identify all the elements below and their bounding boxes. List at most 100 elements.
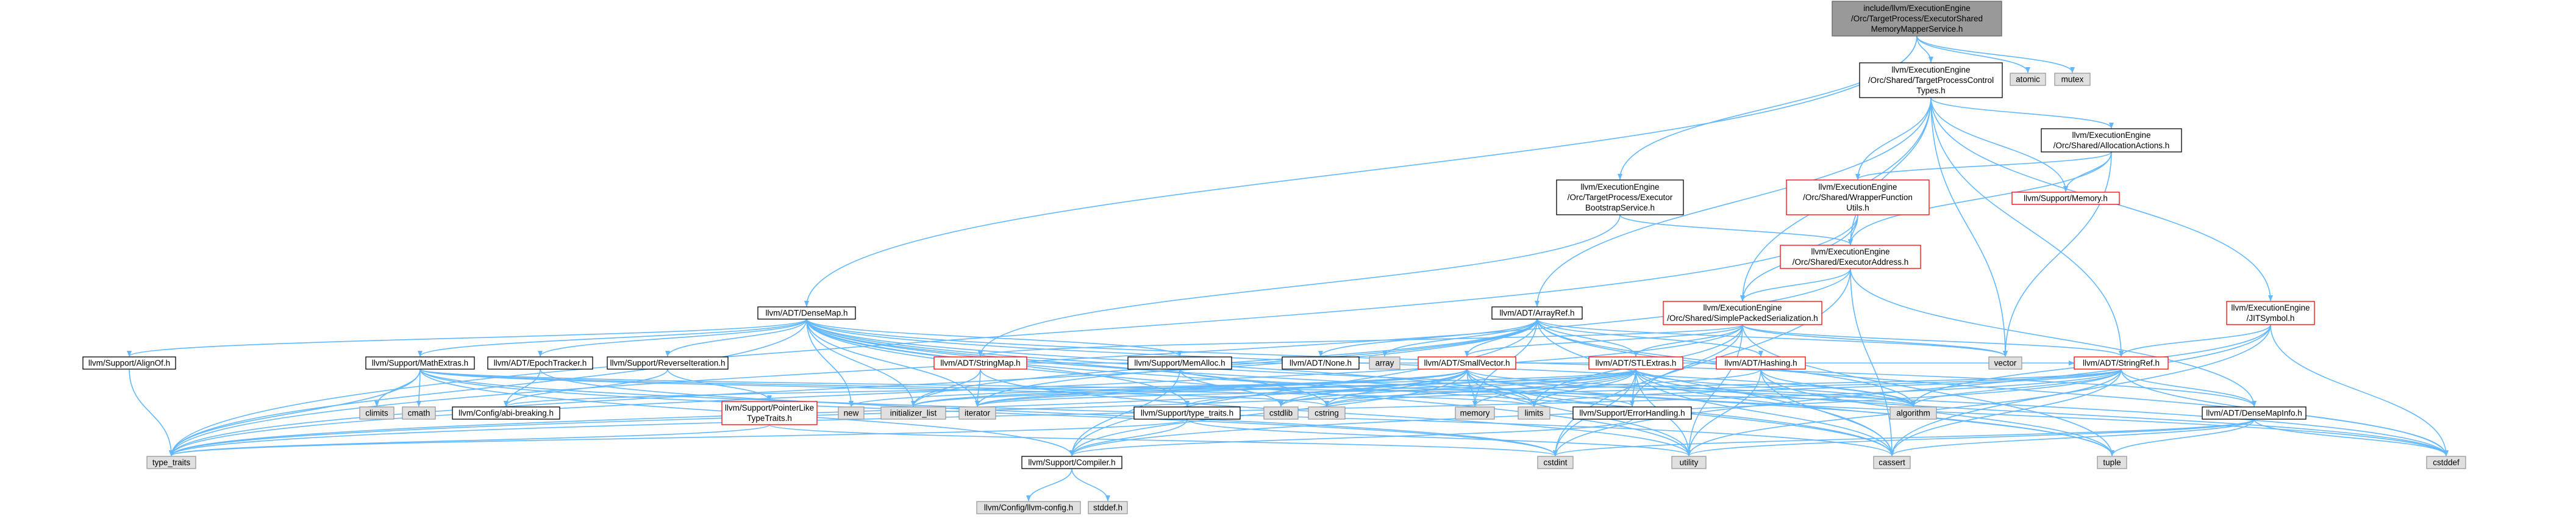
edge-stringmap-to-initlist	[911, 369, 981, 407]
node-memory: memory	[1455, 406, 1495, 420]
node-box	[2011, 192, 2120, 205]
node-label: array	[1375, 359, 1394, 368]
node-stlextras[interactable]: llvm/ADT/STLExtras.h	[1588, 356, 1683, 370]
node-simplepacked[interactable]: llvm/ExecutionEngine/Orc/Shared/SimplePa…	[1663, 301, 1822, 325]
edge-tpct-to-wrapperfn	[1855, 97, 1932, 180]
edge-mathextras-to-cstring	[419, 369, 1329, 407]
node-label: climits	[365, 409, 388, 418]
node-cstring: cstring	[1308, 406, 1346, 420]
node-label: include/llvm/ExecutionEngine	[1863, 4, 1971, 13]
node-box	[1455, 406, 1495, 420]
node-epochtracker[interactable]: llvm/ADT/EpochTracker.h	[487, 356, 593, 370]
node-errorhandling[interactable]: llvm/Support/ErrorHandling.h	[1572, 406, 1692, 420]
node-box	[976, 501, 1081, 514]
node-label: cstring	[1315, 409, 1339, 418]
node-mathextras[interactable]: llvm/Support/MathExtras.h	[365, 356, 475, 370]
node-densemap[interactable]: llvm/ADT/DenseMap.h	[757, 306, 856, 320]
edge-stringref-to-iterator	[975, 369, 2122, 407]
node-new: new	[838, 406, 865, 420]
edge-densemap-to-mathextras	[418, 318, 807, 357]
node-box	[880, 406, 946, 420]
edge-tpct-to-execaddr	[1848, 97, 1932, 245]
node-abibreaking[interactable]: llvm/Config/abi-breaking.h	[452, 406, 560, 420]
node-compiler[interactable]: llvm/Support/Compiler.h	[1021, 456, 1122, 469]
node-label: llvm/ADT/EpochTracker.h	[494, 359, 587, 368]
edge-bootstrap-to-stringmap	[978, 214, 1621, 357]
node-memalloc[interactable]: llvm/Support/MemAlloc.h	[1127, 356, 1232, 370]
node-initlist: initializer_list	[880, 406, 946, 420]
node-reverseiter[interactable]: llvm/Support/ReverseIteration.h	[607, 356, 729, 370]
edge-smallvector-to-iterator	[975, 369, 1468, 407]
node-label: atomic	[2016, 75, 2040, 84]
edge-alignof-to-typetraits	[129, 369, 174, 456]
node-supmemory[interactable]: llvm/Support/Memory.h	[2011, 192, 2120, 205]
node-label: llvm/Support/Compiler.h	[1028, 458, 1115, 467]
node-bootstrap[interactable]: llvm/ExecutionEngine/Orc/TargetProcess/E…	[1556, 179, 1684, 215]
node-execaddr[interactable]: llvm/ExecutionEngine/Orc/Shared/Executor…	[1780, 245, 1921, 269]
node-label: llvm/Config/abi-breaking.h	[458, 409, 554, 418]
edge-reverseiter-to-pointerlike	[667, 369, 772, 401]
node-label: Types.h	[1916, 86, 1945, 95]
node-label: llvm/ExecutionEngine	[1891, 65, 1970, 74]
node-stringref[interactable]: llvm/ADT/StringRef.h	[2074, 356, 2169, 370]
node-box	[1133, 406, 1241, 420]
node-root[interactable]: include/llvm/ExecutionEngine/Orc/TargetP…	[1832, 1, 2002, 37]
edge-hashing-to-utility	[1686, 369, 1761, 456]
edge-tpct-to-vector	[1930, 97, 2008, 357]
node-arrayref[interactable]: llvm/ADT/ArrayRef.h	[1491, 306, 1583, 320]
node-densemapinfo[interactable]: llvm/ADT/DenseMapInfo.h	[2202, 406, 2307, 420]
edge-root-to-mutex	[1916, 35, 2075, 73]
edge-densemap-to-iterator	[806, 318, 980, 407]
node-box	[1518, 406, 1550, 420]
node-label: llvm/Support/MathExtras.h	[372, 359, 468, 368]
node-box	[1491, 306, 1583, 320]
edge-smallvector-to-limits	[1466, 369, 1536, 407]
edge-typetraits_h-to-typetraits	[169, 419, 1188, 456]
node-alignof[interactable]: llvm/Support/AlignOf.h	[82, 356, 176, 370]
node-box	[838, 406, 865, 420]
node-cmath: cmath	[402, 406, 436, 420]
node-atomic: atomic	[2010, 73, 2046, 86]
edge-tpct-to-arrayref	[1535, 97, 1932, 307]
node-allocact[interactable]: llvm/ExecutionEngine/Orc/Shared/Allocati…	[2041, 128, 2182, 153]
node-array: array	[1369, 356, 1400, 370]
node-label: llvm/Support/type_traits.h	[1141, 409, 1233, 418]
node-box	[2041, 128, 2182, 153]
node-box	[1537, 456, 1574, 469]
node-stringmap[interactable]: llvm/ADT/StringMap.h	[933, 356, 1027, 370]
edge-typetraits_h-to-utility	[1186, 419, 1691, 456]
node-label: llvm/Support/MemAlloc.h	[1134, 359, 1225, 368]
edge-allocact-to-wrapperfn	[1855, 151, 2112, 180]
edges-layer	[127, 35, 2449, 502]
node-jitsymbol[interactable]: llvm/ExecutionEngine/JITSymbol.h	[2226, 301, 2315, 325]
node-hashing[interactable]: llvm/ADT/Hashing.h	[1716, 356, 1806, 370]
edge-stlextras-to-limits	[1532, 369, 1636, 407]
node-label: llvm/Support/AlignOf.h	[88, 359, 170, 368]
node-wrapperfn[interactable]: llvm/ExecutionEngine/Orc/Shared/WrapperF…	[1786, 179, 1930, 215]
edge-densemap-to-cassert	[806, 318, 1894, 456]
node-label: algorithm	[1896, 409, 1930, 418]
edge-root-to-densemap	[804, 35, 1918, 307]
node-label: llvm/Config/llvm-config.h	[984, 503, 1073, 513]
node-label: llvm/Support/Memory.h	[2024, 194, 2108, 203]
node-smallvector[interactable]: llvm/ADT/SmallVector.h	[1418, 356, 1516, 370]
edge-root-to-tpct	[1916, 35, 1933, 63]
edge-densemapinfo-to-tuple	[2110, 419, 2255, 456]
node-none[interactable]: llvm/ADT/None.h	[1282, 356, 1360, 370]
node-label: /Orc/TargetProcess/ExecutorShared	[1851, 14, 1983, 23]
node-label: vector	[1994, 359, 2017, 368]
node-label: llvm/Support/PointerLike	[725, 403, 814, 412]
node-label: llvm/Support/ErrorHandling.h	[1579, 409, 1685, 418]
node-label: llvm/ExecutionEngine	[1811, 247, 1889, 256]
node-tpct[interactable]: llvm/ExecutionEngine/Orc/Shared/TargetPr…	[1859, 62, 2003, 98]
edge-stlextras-to-cassert	[1635, 369, 1894, 456]
node-box	[2226, 301, 2315, 325]
edge-allocact-to-vector	[2003, 151, 2112, 357]
edge-densemap-to-memalloc	[806, 318, 1182, 357]
node-typetraits-h[interactable]: llvm/Support/type_traits.h	[1133, 406, 1241, 420]
node-box	[2010, 73, 2046, 86]
node-box	[757, 306, 856, 320]
edge-root-to-atomic	[1916, 35, 2030, 73]
